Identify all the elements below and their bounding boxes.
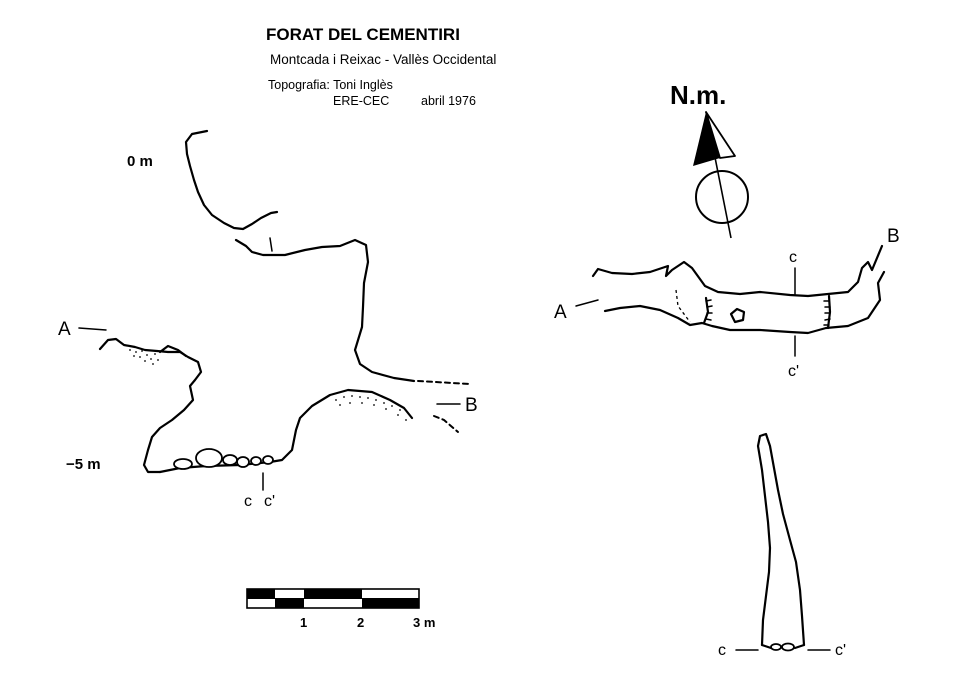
north-arrow-light-half bbox=[705, 111, 736, 159]
section-floor bbox=[158, 388, 414, 474]
section-upper-right-wall bbox=[234, 238, 416, 383]
plan-label-c-prime: c' bbox=[788, 363, 799, 380]
section-lower-continuation-dashed bbox=[433, 415, 459, 433]
plan-label-a: A bbox=[554, 302, 567, 323]
longitudinal-section: 0 m −5 m bbox=[58, 129, 478, 510]
survey-title: FORAT DEL CEMENTIRI bbox=[266, 25, 460, 44]
cross-section-boulder bbox=[770, 643, 782, 651]
plan-lower-wall bbox=[603, 270, 886, 335]
plan-view: A B c c' bbox=[554, 226, 900, 380]
cross-section-boulder bbox=[781, 642, 795, 652]
boulder bbox=[195, 448, 223, 468]
section-upper-continuation-dashed bbox=[417, 380, 471, 385]
boulder bbox=[173, 458, 193, 470]
plan-label-c: c bbox=[789, 249, 797, 266]
plan-label-b: B bbox=[887, 226, 900, 247]
north-arrow-shaft bbox=[705, 111, 732, 239]
section-upper-left-wall bbox=[184, 129, 279, 231]
cross-section-label-c-prime: c' bbox=[835, 642, 846, 659]
section-sediment-stipple-left bbox=[129, 349, 159, 365]
north-arrow-circle bbox=[695, 170, 749, 224]
section-label-c-prime: c' bbox=[264, 493, 275, 510]
survey-credit: Topografia: Toni Inglès bbox=[268, 78, 393, 92]
scale-tick-3: 3 m bbox=[413, 615, 435, 630]
plan-step-hatch bbox=[705, 299, 831, 326]
cross-section-outline bbox=[756, 432, 806, 647]
north-label: N.m. bbox=[670, 80, 726, 110]
section-label-a-leader bbox=[78, 327, 107, 331]
plan-rock-pillar bbox=[729, 307, 746, 324]
scale-bar-segment bbox=[275, 598, 304, 608]
scale-bar-segment bbox=[304, 589, 362, 599]
scale-bar-segment bbox=[362, 598, 419, 608]
section-label-c: c bbox=[244, 493, 252, 510]
cross-section: c c' bbox=[718, 432, 846, 659]
depth-label-top: 0 m bbox=[127, 153, 153, 170]
location-subtitle: Montcada i Reixac - Vallès Occidental bbox=[270, 52, 496, 67]
section-left-wall bbox=[98, 337, 203, 474]
boulder bbox=[262, 455, 274, 465]
plan-label-a-leader bbox=[575, 299, 599, 307]
section-sediment-stipple-right bbox=[335, 395, 407, 421]
section-step-mark bbox=[269, 237, 273, 252]
cross-section-floor bbox=[760, 643, 806, 650]
survey-date: abril 1976 bbox=[421, 94, 476, 108]
section-label-b: B bbox=[465, 395, 478, 416]
section-boulders bbox=[173, 448, 274, 470]
scale-tick-1: 1 bbox=[300, 615, 307, 630]
section-label-a: A bbox=[58, 319, 71, 340]
north-arrow: N.m. bbox=[670, 80, 749, 239]
header: FORAT DEL CEMENTIRI Montcada i Reixac - … bbox=[266, 25, 496, 108]
boulder bbox=[250, 456, 262, 466]
boulder bbox=[222, 454, 238, 466]
scale-tick-2: 2 bbox=[357, 615, 364, 630]
scale-bar-segment bbox=[247, 589, 275, 599]
depth-label-bottom: −5 m bbox=[66, 456, 101, 473]
group-credit: ERE-CEC bbox=[333, 94, 389, 108]
section-left-rock-outline bbox=[158, 344, 188, 358]
plan-upper-wall bbox=[591, 244, 884, 298]
cross-section-label-c: c bbox=[718, 642, 726, 659]
scale-bar: 1 2 3 m bbox=[246, 588, 435, 630]
boulder bbox=[236, 456, 250, 468]
